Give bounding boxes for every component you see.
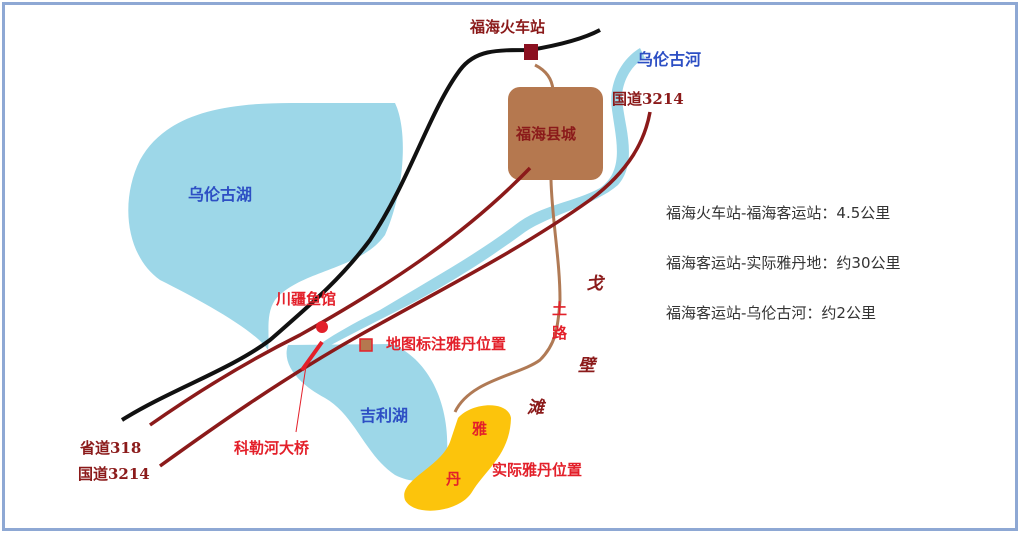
map-yardang-label: 地图标注雅丹位置 xyxy=(386,335,507,353)
yardang-label-1: 雅 xyxy=(472,420,488,438)
national-road-top-label: 国道3214 xyxy=(612,90,684,108)
railway-station-label: 福海火车站 xyxy=(470,18,546,36)
dirt-road xyxy=(453,63,562,413)
jili-lake xyxy=(286,344,448,481)
actual-yardang-label: 实际雅丹位置 xyxy=(492,461,583,479)
wulungu-lake xyxy=(128,102,403,350)
bridge-label: 科勒河大桥 xyxy=(234,439,310,457)
jili-lake-label: 吉利湖 xyxy=(360,406,409,425)
gobi-label-2: 壁 xyxy=(578,356,595,376)
national-road-3214 xyxy=(158,111,652,468)
provincial-road-label: 省道318 xyxy=(80,439,142,457)
wulungu-lake-label: 乌伦古湖 xyxy=(188,185,253,204)
yardang-label-2: 丹 xyxy=(446,470,462,488)
county-town xyxy=(508,87,603,180)
gobi-label-1: 戈 xyxy=(586,274,603,294)
wulungu-river-label: 乌伦古河 xyxy=(637,50,702,69)
bridge-marker xyxy=(300,340,324,372)
county-town-label: 福海县城 xyxy=(516,125,577,143)
distance-line-2: 福海客运站-实际雅丹地：约30公里 xyxy=(666,254,901,272)
national-road-bottom-label: 国道3214 xyxy=(78,465,150,483)
wulungu-river xyxy=(296,48,645,365)
yardang-area xyxy=(404,405,511,511)
railway-station-marker xyxy=(524,44,538,60)
distance-line-1: 福海火车站-福海客运站：4.5公里 xyxy=(666,204,891,222)
bridge-pointer xyxy=(295,365,307,433)
restaurant-label: 川疆鱼馆 xyxy=(276,290,337,308)
map-border xyxy=(2,2,1018,531)
restaurant-marker xyxy=(316,321,328,333)
dirt-road-label-2: 路 xyxy=(552,324,568,342)
map-yardang-marker xyxy=(359,338,373,352)
distance-line-3: 福海客运站-乌伦古河：约2公里 xyxy=(666,304,876,322)
gobi-label-3: 滩 xyxy=(527,398,544,418)
provincial-road-318 xyxy=(148,166,532,427)
dirt-road-label-1: 土 xyxy=(552,300,568,318)
